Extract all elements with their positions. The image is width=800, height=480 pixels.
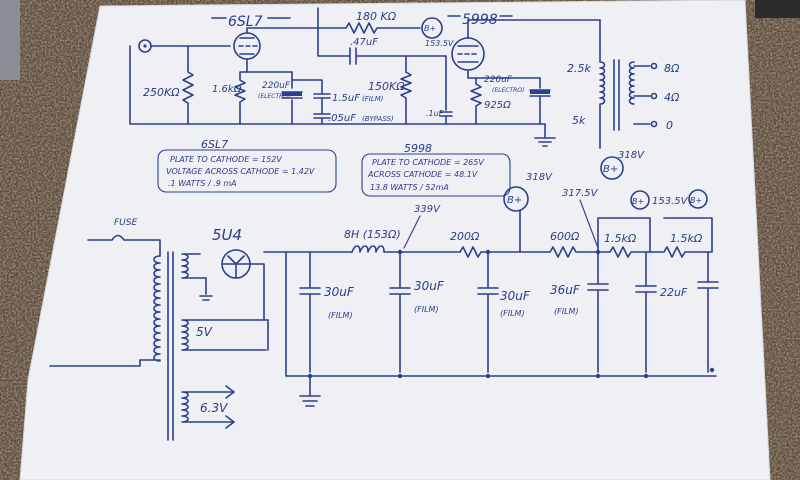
coupling-cap-b-label: .05uF <box>328 113 356 124</box>
output-cathode-resistor-label: 925Ω <box>484 100 511 111</box>
note-6sl7-line-2: VOLTAGE ACROSS CATHODE = 1.42V <box>166 167 315 176</box>
transformer-impedance-top: 2.5k <box>567 62 591 75</box>
power-transformer-icon <box>139 255 161 362</box>
bplus-main-voltage: 318V <box>526 172 553 183</box>
node-voltage-label: 339V <box>414 204 441 215</box>
amplifier-schematic: 250KΩ 6SL7 1.6kΩ 220uF (ELECTRO) 1.5uF (… <box>129 7 680 180</box>
input-cathode-resistor-label: 1.6kΩ <box>212 84 242 95</box>
heater-voltage-label: 6.3V <box>200 401 228 415</box>
note-6sl7-title: 6SL7 <box>201 138 228 151</box>
ground-icon <box>534 123 556 147</box>
resistor-200-label: 200Ω <box>450 230 480 243</box>
note-6sl7-line-3: .1 WATTS / .9 mA <box>168 179 237 188</box>
cap-4-type: (FILM) <box>554 307 579 316</box>
bplus-node-a-label: B+ <box>632 197 644 206</box>
transformer-impedance-bottom: 5k <box>572 114 586 127</box>
output-cathode-cap-label: 220uF <box>484 75 513 85</box>
tap-0-label: 0 <box>666 119 673 132</box>
input-cathode-cap-type: (ELECTRO) <box>258 93 290 100</box>
grid-resistor-label: 250KΩ <box>143 86 180 99</box>
cap-5-label: 22uF <box>660 286 688 299</box>
choke-icon <box>351 245 461 253</box>
bplus-node-b-label: B+ <box>690 196 702 205</box>
paper-sheet <box>20 0 770 480</box>
resistor-600-label: 600Ω <box>550 230 580 243</box>
output-bypass-cap-label: .1uF <box>426 109 444 118</box>
cap-3-label: 30uF <box>500 289 531 303</box>
note-5998-title: 5998 <box>404 142 432 155</box>
output-grid-resistor-icon <box>400 71 412 125</box>
input-cathode-cap-label: 220uF <box>262 81 291 91</box>
bplus-node-a-icon <box>630 190 650 210</box>
note-5998-line-3: 13.8 WATTS / 52mA <box>370 183 449 192</box>
plate-resistor-label: 180 KΩ <box>356 10 397 23</box>
resistor-200-icon <box>459 246 551 258</box>
rectifier-tube-label: 5U4 <box>212 226 242 244</box>
coupling-cap-label: .47uF <box>350 37 378 48</box>
output-transformer-icon <box>599 19 606 149</box>
tap-4-label: 4Ω <box>664 91 680 104</box>
bplus-main-node-icon <box>503 186 529 212</box>
cap-4-label: 36uF <box>550 283 581 297</box>
output-bplus-node-icon <box>600 156 624 180</box>
output-bplus-voltage: 318V <box>618 150 645 161</box>
cap-2-type: (FILM) <box>414 305 439 314</box>
note-5998-line-1: PLATE TO CATHODE = 265V <box>372 158 484 167</box>
input-cathode-resistor-icon <box>234 71 293 125</box>
cap-1-type: (FILM) <box>328 311 353 320</box>
bplus-node-icon <box>421 17 443 39</box>
resistor-1-5k-a-label: 1.5kΩ <box>604 232 637 245</box>
note-6sl7: 6SL7 PLATE TO CATHODE = 152V VOLTAGE ACR… <box>157 138 337 193</box>
note-5998-line-2: ACROSS CATHODE = 48.1V <box>367 170 478 179</box>
tap-voltage-1: 317.5V <box>562 188 599 199</box>
tap-voltage-2: 153.5V <box>652 196 689 207</box>
grid-resistor-icon <box>182 45 194 125</box>
note-5998: 5998 PLATE TO CATHODE = 265V ACROSS CATH… <box>361 142 511 197</box>
resistor-1-5k-b-label: 1.5kΩ <box>670 232 703 245</box>
bplus-node-label: B+ <box>424 24 436 33</box>
coupling-cap-a-type: (FILM) <box>362 95 384 103</box>
input-tube-label: 6SL7 <box>228 14 263 30</box>
psu-ground-icon <box>299 375 321 407</box>
rectifier-voltage-label: 5V <box>196 325 213 339</box>
cap-2-label: 30uF <box>414 279 445 293</box>
output-grid-resistor-label: 150KΩ <box>368 80 405 93</box>
resistor-1-5k-b-icon <box>649 217 713 258</box>
output-cathode-resistor-icon <box>467 77 541 125</box>
tap-8-label: 8Ω <box>664 62 680 75</box>
fuse-icon <box>87 234 161 257</box>
bplus-main-label: B+ <box>507 195 522 206</box>
resistor-600-icon <box>549 246 599 258</box>
power-supply-schematic: FUSE 5V 6.3V 5U4 8H (153Ω) 339V 200Ω B+ … <box>49 172 719 441</box>
note-6sl7-line-1: PLATE TO CATHODE = 152V <box>170 155 282 164</box>
output-bplus-label: B+ <box>603 164 618 175</box>
plate-resistor-icon <box>317 22 421 34</box>
bplus-node-b-icon <box>688 189 708 209</box>
fuse-label: FUSE <box>114 218 137 228</box>
coupling-cap-a-label: 1.5uF <box>332 93 360 104</box>
output-cathode-cap-type: (ELECTRO) <box>492 87 524 94</box>
cap-3-type: (FILM) <box>500 309 525 318</box>
resistor-1-5k-a-icon <box>597 246 651 258</box>
bplus-node-voltage: 153.5V <box>425 39 454 48</box>
choke-label: 8H (153Ω) <box>344 228 401 241</box>
coupling-cap-b-type: (BYPASS) <box>362 115 394 123</box>
cap-1-label: 30uF <box>324 285 355 299</box>
